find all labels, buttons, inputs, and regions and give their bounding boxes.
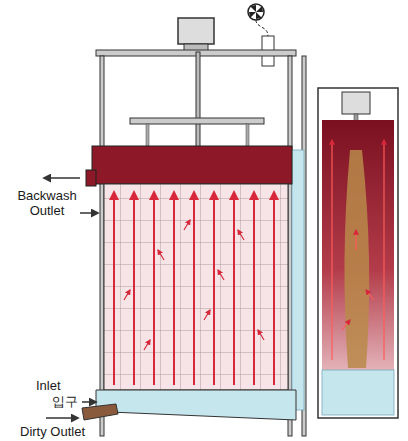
label-text: Dirty Outlet bbox=[20, 424, 110, 439]
label-text: Inlet bbox=[36, 378, 86, 393]
label-text: Backwash Outlet bbox=[14, 188, 80, 218]
label-text: 입구 bbox=[52, 394, 82, 409]
